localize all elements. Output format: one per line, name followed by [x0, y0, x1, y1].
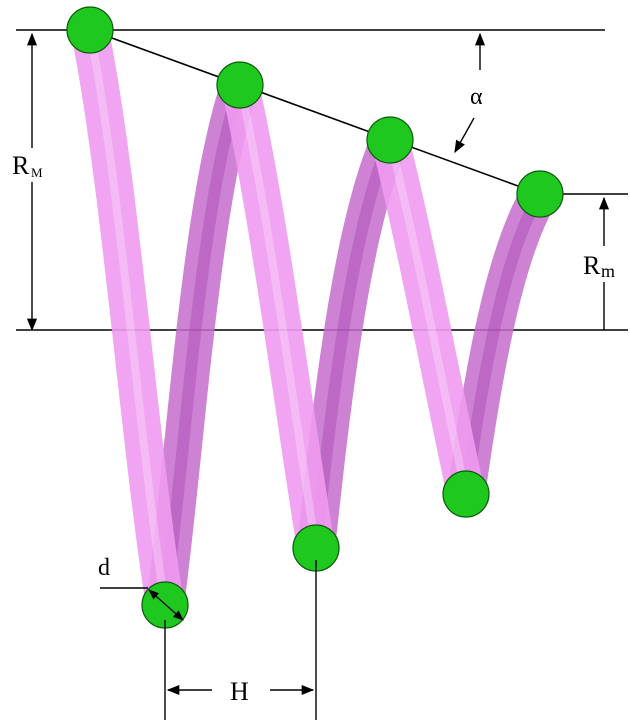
node-bottom-3 — [442, 470, 490, 518]
node-top-1 — [66, 6, 114, 54]
outer-radius-subscript: M — [31, 165, 43, 180]
coil-front-strands — [71, 13, 485, 624]
inner-radius-label: R — [583, 251, 601, 280]
coil-front-strand-3 — [371, 121, 485, 513]
diameter-arrow — [148, 589, 184, 621]
node-top-4 — [516, 170, 564, 218]
outer-radius-label: R — [12, 151, 30, 180]
alpha-label: α — [470, 84, 483, 110]
inner-radius-subscript: m — [601, 261, 615, 281]
node-top-3 — [366, 116, 414, 164]
coil-back-strands — [146, 66, 559, 624]
coil-front-strand-1 — [71, 13, 184, 624]
coil-front-strand-2 — [221, 66, 335, 567]
diameter-label: d — [98, 555, 110, 581]
node-top-2 — [216, 61, 264, 109]
alpha-arrow-bottom — [454, 117, 475, 154]
pitch-label: H — [230, 677, 249, 706]
taper-line — [89, 29, 541, 195]
